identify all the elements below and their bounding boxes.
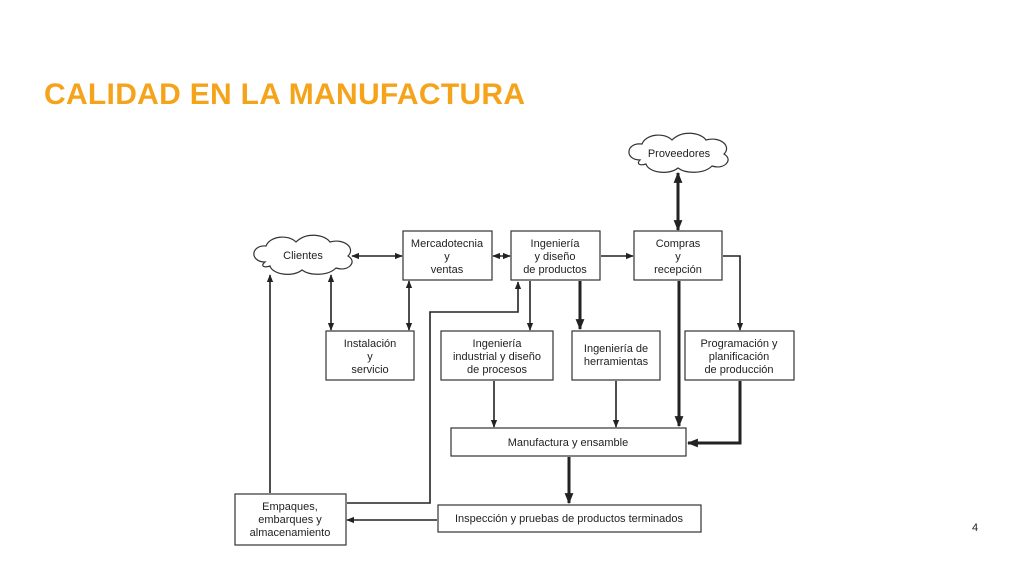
node-label: Ingeniería (531, 238, 581, 250)
node-label: Proveedores (648, 148, 711, 160)
node-label: Manufactura y ensamble (508, 437, 628, 449)
node-clientes: Clientes (253, 234, 353, 275)
arrow-compras-programacion (723, 255, 744, 331)
node-compras: Compras y recepción (633, 230, 723, 281)
node-label: y (444, 251, 450, 263)
node-label: y (675, 251, 681, 263)
node-label: Ingeniería de (584, 343, 648, 355)
node-ingenieria-diseno: Ingeniería y diseño de productos (510, 230, 601, 281)
node-label: Ingeniería (473, 338, 523, 350)
node-label: embarques y (258, 514, 322, 526)
node-label: Empaques, (262, 501, 318, 513)
node-label: Mercadotecnia (411, 238, 484, 250)
slide-title: CALIDAD EN LA MANUFACTURA (44, 78, 526, 111)
node-proveedores: Proveedores (628, 132, 729, 173)
node-label: Clientes (283, 250, 323, 262)
node-label: de producción (704, 364, 773, 376)
node-label: almacenamiento (250, 527, 331, 539)
arrow-empaques-diseno (347, 281, 522, 504)
node-label: servicio (351, 364, 388, 376)
node-empaques: Empaques, embarques y almacenamiento (234, 493, 347, 546)
node-ingenieria-industrial: Ingeniería industrial y diseño de proces… (440, 330, 554, 381)
node-label: planificación (709, 351, 770, 363)
node-label: Instalación (344, 338, 397, 350)
node-ingenieria-herramientas: Ingeniería de herramientas (571, 330, 661, 381)
node-programacion: Programación y planificación de producci… (684, 330, 795, 381)
node-label: Compras (656, 238, 701, 250)
node-inspeccion: Inspección y pruebas de productos termin… (437, 504, 702, 533)
node-label: y (367, 351, 373, 363)
node-label: industrial y diseño (453, 351, 541, 363)
node-label: ventas (431, 264, 464, 276)
node-label: recepción (654, 264, 702, 276)
node-instalacion: Instalación y servicio (325, 330, 415, 381)
node-label: y diseño (535, 251, 576, 263)
node-mercadotecnia: Mercadotecnia y ventas (402, 230, 493, 281)
page-number: 4 (972, 522, 979, 534)
node-label: herramientas (584, 356, 649, 368)
arrow-programacion-manufactura (686, 381, 742, 448)
node-label: Programación y (700, 338, 778, 350)
node-label: de productos (523, 264, 587, 276)
connectors (266, 171, 744, 524)
node-manufactura: Manufactura y ensamble (450, 427, 687, 457)
node-label: de procesos (467, 364, 527, 376)
node-label: Inspección y pruebas de productos termin… (455, 513, 684, 525)
